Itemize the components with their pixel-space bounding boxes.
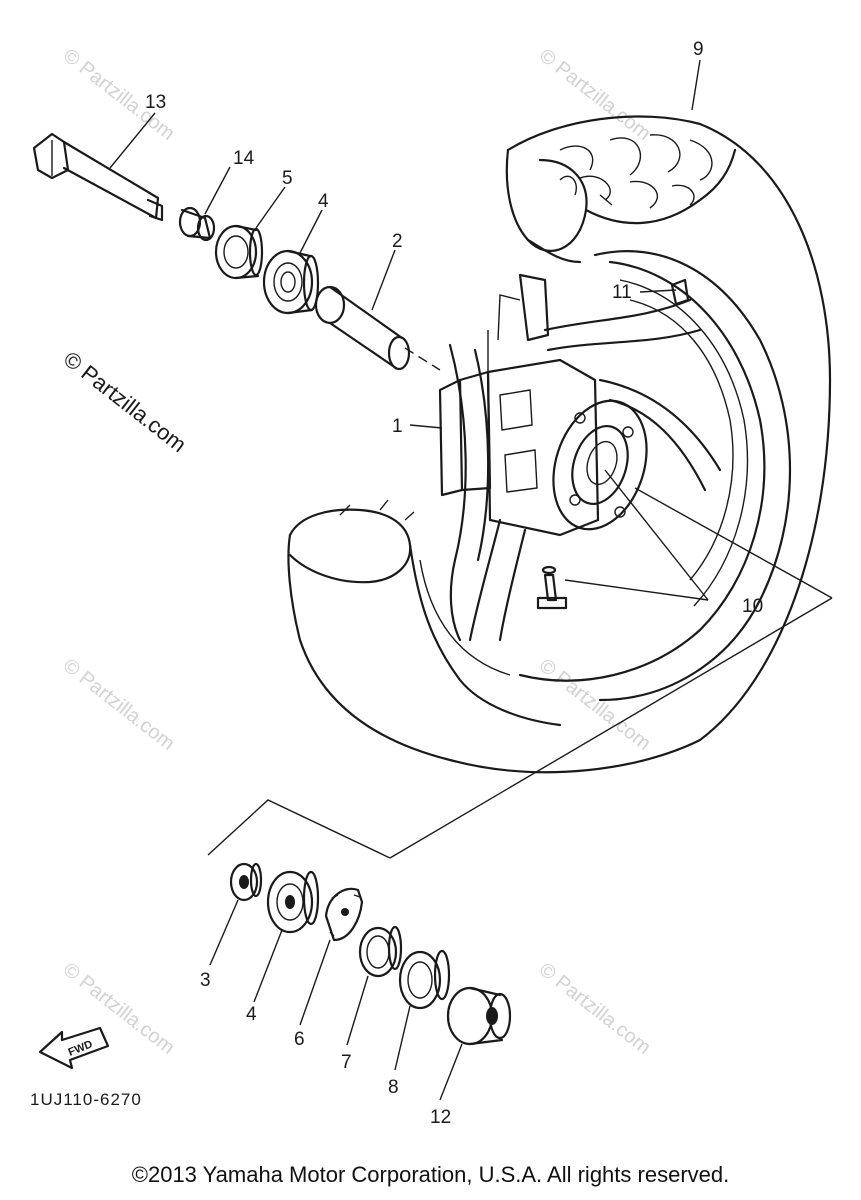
bearing-lower	[266, 870, 320, 934]
callout-7: 7	[341, 1052, 352, 1073]
callout-5: 5	[282, 168, 293, 189]
tire	[287, 115, 832, 774]
callout-14: 14	[233, 148, 255, 169]
callout-3: 3	[200, 970, 211, 991]
watermark-text: © Partzilla.com	[535, 959, 655, 1059]
callout-8: 8	[388, 1077, 399, 1098]
watermark-text: © Partzilla.com	[59, 346, 191, 457]
assembly-line	[404, 347, 441, 371]
callout-4: 4	[318, 191, 329, 212]
spacer	[314, 285, 411, 371]
clutch-hub	[324, 887, 364, 942]
diagram-code: 1UJ110-6270	[30, 1090, 142, 1109]
callout-12: 12	[430, 1107, 451, 1128]
callout-4-lower: 4	[246, 1004, 257, 1025]
circlip	[358, 925, 403, 978]
callout-9: 9	[693, 39, 704, 60]
callout-11: 11	[612, 282, 632, 303]
assembly-bracket	[207, 487, 833, 859]
callouts: 13 14 5 4 2 9 11 1 10 3 4 6 7 8 12	[145, 39, 763, 1128]
oil-seal-lower	[229, 862, 263, 902]
axle	[32, 132, 164, 222]
oil-seal-outer	[398, 949, 451, 1010]
balance-weight	[670, 278, 690, 306]
wheel-rim	[419, 260, 766, 682]
forward-arrow: FWD	[38, 1026, 110, 1070]
callout-1: 1	[392, 416, 403, 437]
collar	[178, 206, 216, 242]
collar-outer	[446, 986, 512, 1046]
watermark-text: © Partzilla.com	[59, 655, 179, 755]
valve	[536, 565, 568, 610]
watermarks: © Partzilla.com © Partzilla.com © Partzi…	[59, 45, 655, 1059]
copyright-footer: ©2013 Yamaha Motor Corporation, U.S.A. A…	[131, 1162, 730, 1187]
leader-lines	[109, 59, 709, 1101]
callout-10: 10	[742, 596, 763, 617]
callout-2: 2	[392, 231, 403, 252]
oil-seal-upper	[214, 224, 264, 280]
bearing-upper	[262, 249, 320, 315]
callout-6: 6	[294, 1029, 305, 1050]
watermark-text: © Partzilla.com	[535, 655, 655, 755]
callout-13: 13	[145, 92, 166, 113]
